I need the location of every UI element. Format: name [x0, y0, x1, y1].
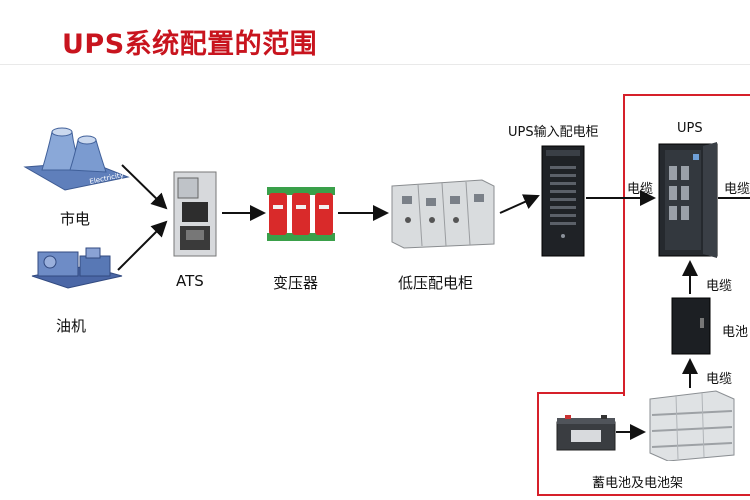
- ups-scope-frame: [623, 94, 750, 396]
- frame-cover: [625, 392, 750, 395]
- ups-label: UPS: [677, 121, 703, 136]
- cable-label-switch: 电缆: [706, 279, 733, 294]
- utility-power-icon: Electricity: [23, 127, 130, 191]
- battery-switch-label: 电池: [722, 325, 749, 340]
- cable-label-input: 电缆: [627, 182, 654, 197]
- ats-switch-icon: [173, 171, 217, 257]
- ups-input-cabinet-icon: [541, 145, 585, 257]
- battery-rack-icon: [649, 390, 735, 461]
- cable-label-battery: 电缆: [706, 372, 733, 387]
- battery-switch-box-icon: [671, 297, 711, 355]
- page-title: UPS系统配置的范围: [62, 29, 318, 60]
- lv-cabinet-label: 低压配电柜: [398, 274, 474, 292]
- title-divider: [0, 64, 750, 65]
- lv-cabinet-icon: [391, 179, 495, 249]
- generator-label: 油机: [56, 317, 87, 335]
- battery-pack-label: 蓄电池及电池架: [592, 476, 684, 491]
- generator-icon: [31, 247, 123, 289]
- cable-label-output: 电缆: [724, 182, 750, 197]
- arrow-generator-to-ats: [117, 220, 168, 271]
- ats-label: ATS: [176, 272, 204, 290]
- ups-input-cabinet-label: UPS输入配电柜: [508, 125, 599, 140]
- arrow-utility-to-ats: [121, 164, 168, 210]
- transformer-label: 变压器: [273, 274, 319, 292]
- arrow-cabinet-to-ups-input: [499, 194, 540, 214]
- battery-icon: [556, 415, 616, 451]
- utility-label: 市电: [60, 210, 91, 228]
- ups-cabinet-icon: [658, 142, 718, 258]
- transformer-icon: [267, 187, 335, 241]
